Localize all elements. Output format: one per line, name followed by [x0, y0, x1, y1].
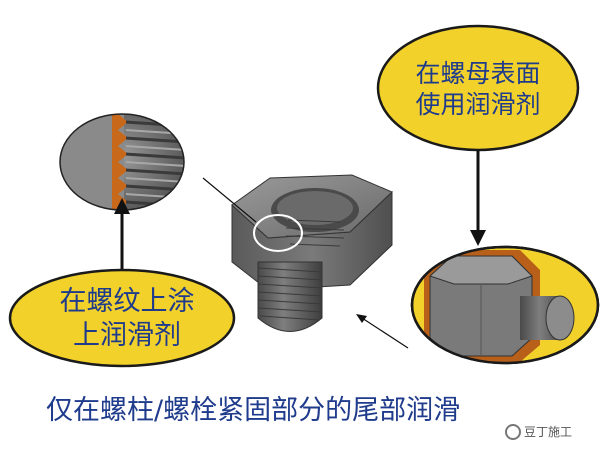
- thread-label-line1: 在螺纹上涂: [59, 286, 195, 317]
- nut-surface-label-line1: 在螺母表面: [415, 59, 541, 88]
- thread-label-line2: 上润滑剂: [73, 319, 181, 351]
- nut-surface-label: 在螺母表面 使用润滑剂: [388, 58, 568, 121]
- watermark-text: 豆丁施工: [524, 425, 573, 439]
- nut-surface-label-line2: 使用润滑剂: [415, 90, 541, 120]
- thread-label: 在螺纹上涂 上润滑剂: [32, 285, 222, 353]
- wechat-logo-icon: [505, 423, 521, 440]
- bolt-illustration: [231, 174, 393, 332]
- thread-callout-bubble: [8, 268, 236, 368]
- arrow-to-nut-zoom: [470, 150, 486, 246]
- pointer-lines: [202, 177, 409, 349]
- thread-zoom-detail: [59, 113, 185, 211]
- nut-zoom-detail: [410, 245, 600, 365]
- arrow-to-thread-zoom: [114, 198, 130, 272]
- watermark: 豆丁施工: [505, 423, 595, 445]
- caption: 仅在螺柱/螺栓紧固部分的尾部润滑: [46, 395, 461, 426]
